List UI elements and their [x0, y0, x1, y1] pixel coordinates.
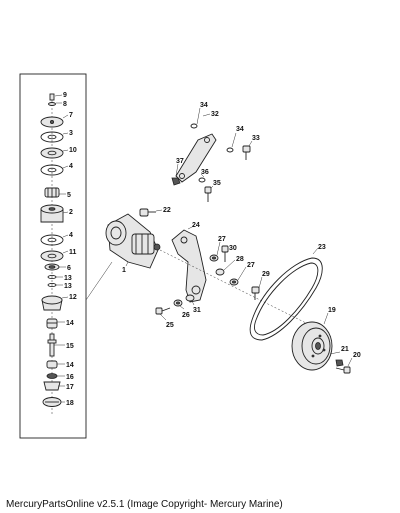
callout-20: 20	[353, 352, 361, 359]
lower-bolt-group	[155, 294, 195, 321]
assembly-axis	[159, 249, 331, 336]
pump-assembly	[105, 213, 161, 269]
callout-23: 23	[318, 244, 326, 251]
callout-34b: 34	[236, 126, 244, 133]
callout-34: 34	[200, 102, 208, 109]
callout-29: 29	[262, 271, 270, 278]
callout-5: 5	[67, 192, 71, 199]
callout-6: 6	[67, 265, 71, 272]
callout-10: 10	[69, 147, 77, 154]
callout-14: 14	[66, 320, 74, 327]
exploded-view-frame	[19, 73, 87, 439]
callout-11: 11	[69, 249, 77, 256]
stack-leaders	[54, 94, 69, 403]
callout-18: 18	[66, 400, 74, 407]
callout-35: 35	[213, 180, 221, 187]
callout-26: 26	[182, 312, 190, 319]
callout-27b: 27	[247, 262, 255, 269]
bracket-24	[171, 225, 207, 303]
callout-13: 13	[64, 275, 72, 282]
bolt-22	[139, 208, 163, 217]
callout-8: 8	[63, 101, 67, 108]
callout-labels: 9 8 7 3 10 4 5 2 4 11 6 13 13 12 14 15 1…	[63, 92, 361, 407]
callout-16: 16	[66, 374, 74, 381]
callout-4: 4	[69, 163, 73, 170]
callout-15: 15	[66, 343, 74, 350]
callout-37: 37	[176, 158, 184, 165]
callout-30: 30	[229, 245, 237, 252]
callout-12: 12	[69, 294, 77, 301]
callout-28: 28	[236, 256, 244, 263]
callout-27: 27	[218, 236, 226, 243]
pulley-fasteners	[329, 351, 353, 374]
callout-32: 32	[211, 111, 219, 118]
callout-1: 1	[122, 267, 126, 274]
callout-25: 25	[166, 322, 174, 329]
callout-21: 21	[341, 346, 349, 353]
callout-36: 36	[201, 169, 209, 176]
drive-belt-23	[249, 247, 323, 341]
callout-33: 33	[252, 135, 260, 142]
callout-22: 22	[163, 207, 171, 214]
callout-7: 7	[69, 112, 73, 119]
callout-14b: 14	[66, 362, 74, 369]
callout-31: 31	[193, 307, 201, 314]
pump-exploded-stack	[40, 93, 64, 415]
callout-9: 9	[63, 92, 67, 99]
callout-24: 24	[192, 222, 200, 229]
callout-17: 17	[66, 384, 74, 391]
callout-3: 3	[69, 130, 73, 137]
pulley-19	[291, 312, 333, 371]
copyright-footer: MercuryPartsOnline v2.5.1 (Image Copyrig…	[6, 499, 283, 510]
callout-13b: 13	[64, 283, 72, 290]
callout-2: 2	[69, 209, 73, 216]
adjusting-arm-32	[171, 107, 253, 202]
washer-bolt-group	[209, 241, 263, 300]
frame-pointer-line	[85, 261, 113, 301]
callout-4b: 4	[69, 232, 73, 239]
callout-19: 19	[328, 307, 336, 314]
